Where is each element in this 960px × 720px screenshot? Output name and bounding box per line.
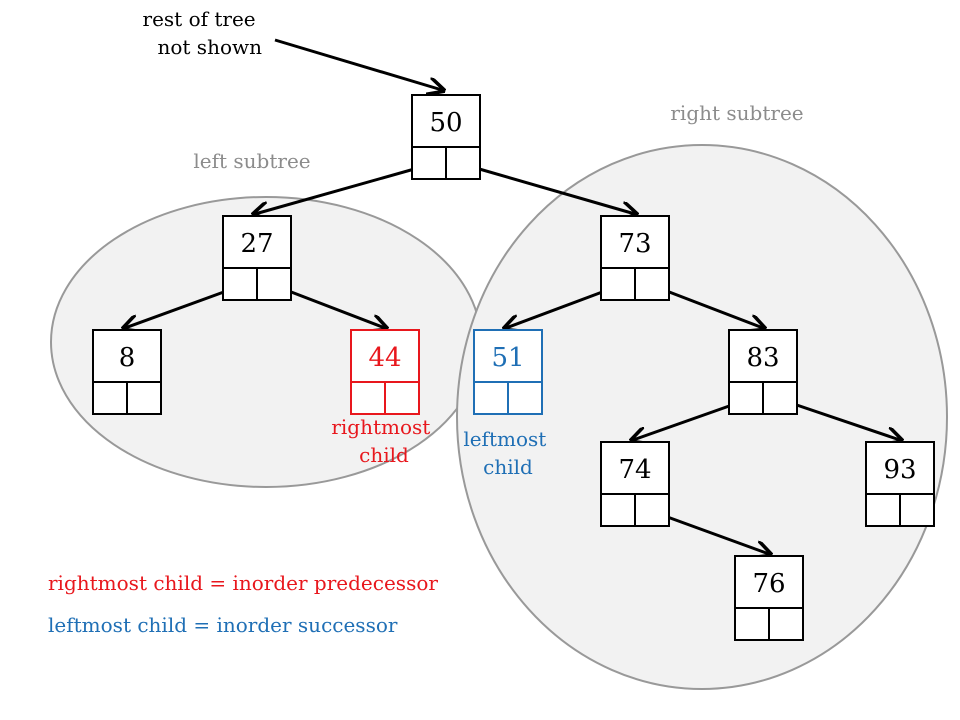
tree-node-93: 93 <box>865 441 935 527</box>
incoming-arrow <box>274 38 442 90</box>
right-subtree-label: right subtree <box>670 101 803 125</box>
edge-50-to-27 <box>255 162 433 214</box>
node-value: 8 <box>119 343 136 373</box>
node-value: 93 <box>883 455 916 485</box>
node-value: 74 <box>618 455 651 485</box>
rightmost-label-line-2: child <box>359 443 409 467</box>
node-value: 27 <box>240 229 273 259</box>
edge-74-to-76 <box>650 509 769 554</box>
edge-83-to-93 <box>778 397 900 440</box>
node-value: 76 <box>752 569 785 599</box>
rest-of-tree-line-1: rest of tree <box>143 7 256 31</box>
tree-node-83: 83 <box>728 329 798 415</box>
node-value: 83 <box>746 343 779 373</box>
node-value: 50 <box>429 108 462 138</box>
tree-node-73: 73 <box>600 215 670 301</box>
tree-nodes: 50 27 73 8 44 51 83 74 93 76 <box>92 94 935 641</box>
legend-successor: leftmost child = inorder successor <box>48 613 398 637</box>
rightmost-label-line-1: rightmost <box>331 415 430 439</box>
edge-50-to-73 <box>461 162 635 214</box>
rest-of-tree-line-2: not shown <box>157 35 262 59</box>
node-value: 51 <box>491 343 524 373</box>
legend-predecessor: rightmost child = inorder predecessor <box>48 571 438 595</box>
leftmost-child-label: leftmost child <box>463 427 552 479</box>
leftmost-label-line-1: leftmost <box>463 427 546 451</box>
tree-node-51: 51 <box>473 329 543 415</box>
node-box <box>473 329 543 415</box>
tree-node-76: 76 <box>734 555 804 641</box>
tree-node-74: 74 <box>600 441 670 527</box>
tree-node-27: 27 <box>222 215 292 301</box>
leftmost-label-line-2: child <box>483 455 533 479</box>
tree-node-44: 44 <box>350 329 420 415</box>
node-value: 44 <box>368 343 401 373</box>
tree-node-50: 50 <box>411 94 481 180</box>
rest-of-tree-note: rest of tree not shown <box>143 7 263 59</box>
rightmost-child-label: rightmost child <box>331 415 436 467</box>
left-subtree-label: left subtree <box>193 149 310 173</box>
tree-node-8: 8 <box>92 329 162 415</box>
node-value: 73 <box>618 229 651 259</box>
